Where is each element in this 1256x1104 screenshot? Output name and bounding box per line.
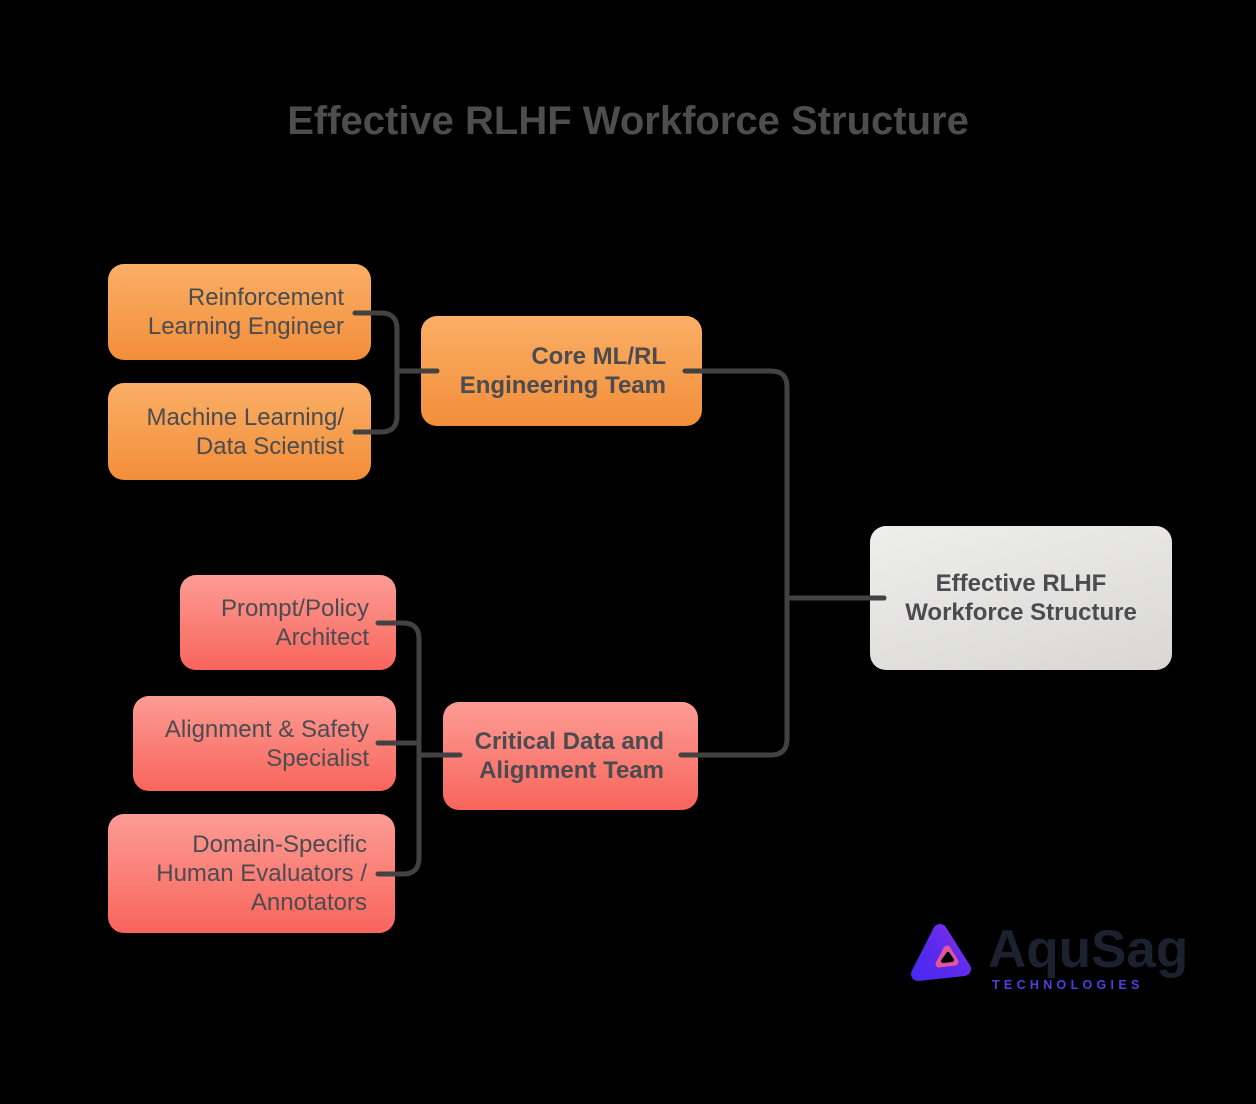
aqusag-logo-icon bbox=[911, 924, 971, 981]
node-label: Prompt/Policy Architect bbox=[220, 594, 369, 651]
node-label: Reinforcement Learning Engineer bbox=[147, 284, 344, 340]
node-label: Effective RLHF Workforce Structure bbox=[905, 570, 1137, 626]
node-label: Core ML/RL Engineering Team bbox=[459, 343, 666, 399]
node-domain-specific-human-evaluators: Domain-Specific Human Evaluators / Annot… bbox=[108, 814, 395, 933]
node-core-ml-rl-engineering-team: Core ML/RL Engineering Team bbox=[421, 316, 702, 426]
node-reinforcement-learning-engineer: Reinforcement Learning Engineer bbox=[108, 264, 371, 360]
node-prompt-policy-architect: Prompt/Policy Architect bbox=[180, 575, 396, 670]
node-critical-data-alignment-team: Critical Data and Alignment Team bbox=[443, 702, 698, 810]
diagram-title: Effective RLHF Workforce Structure bbox=[287, 99, 969, 143]
node-alignment-safety-specialist: Alignment & Safety Specialist bbox=[133, 696, 396, 791]
brand-text-block: AquSag TECHNOLOGIES bbox=[988, 916, 1188, 992]
node-label: Alignment & Safety Specialist bbox=[164, 715, 369, 772]
brand-tagline: TECHNOLOGIES bbox=[992, 978, 1144, 992]
node-machine-learning-data-scientist: Machine Learning/ Data Scientist bbox=[108, 383, 371, 480]
node-label: Machine Learning/ Data Scientist bbox=[146, 403, 344, 460]
node-label: Domain-Specific Human Evaluators / Annot… bbox=[156, 831, 367, 916]
node-label: Critical Data and Alignment Team bbox=[474, 728, 664, 784]
brand-logo: AquSag TECHNOLOGIES bbox=[903, 916, 1188, 1001]
brand-name: AquSag bbox=[988, 920, 1189, 979]
node-effective-rlhf-workforce-structure: Effective RLHF Workforce Structure bbox=[870, 526, 1172, 670]
connector-teams-bracket bbox=[678, 368, 790, 758]
